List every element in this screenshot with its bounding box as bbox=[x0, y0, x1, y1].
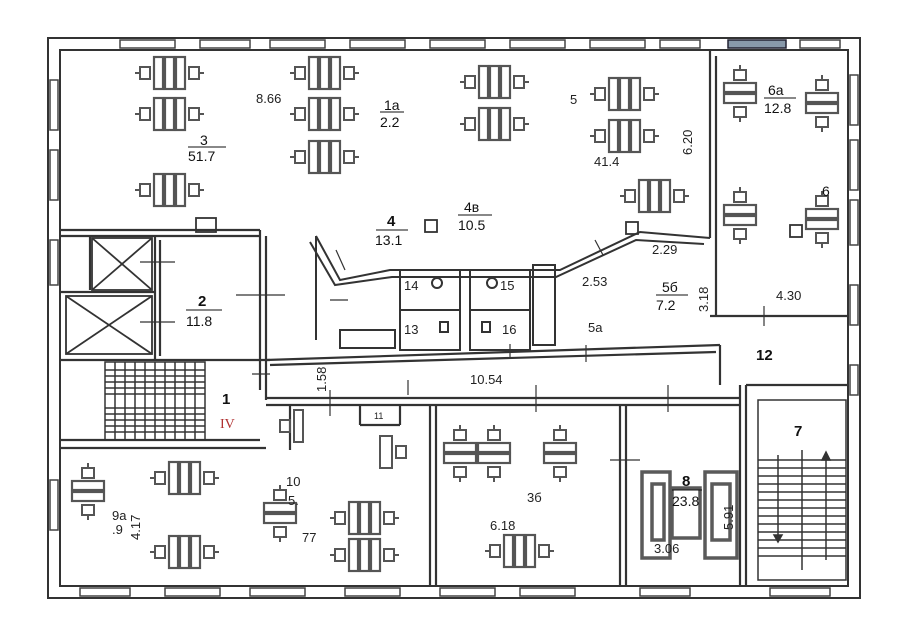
room-5b-area: 7.2 bbox=[656, 297, 676, 313]
interior-walls bbox=[60, 50, 848, 586]
room-3-area: 51.7 bbox=[188, 148, 215, 164]
room-12: 12 bbox=[756, 347, 773, 364]
columns bbox=[195, 217, 803, 238]
room-4v-num: 4в bbox=[464, 199, 479, 215]
room-3-num: 3 bbox=[200, 132, 208, 148]
room-13: 13 bbox=[404, 322, 418, 337]
furniture bbox=[70, 55, 840, 573]
windows bbox=[49, 39, 859, 597]
room-5b-num: 5б bbox=[662, 279, 678, 295]
room8-highlight bbox=[640, 470, 739, 560]
room-2-area: 11.8 bbox=[186, 313, 212, 329]
room-6a-area: 12.8 bbox=[764, 100, 791, 116]
room-labels: 3 51.7 8.66 1a 2.2 5 41.4 6.20 6a 12.8 6… bbox=[112, 82, 830, 556]
wc-block bbox=[339, 264, 556, 351]
outer-walls bbox=[47, 37, 861, 599]
dim-4-17: 4.17 bbox=[128, 515, 143, 540]
room-3b-num: 3б bbox=[527, 490, 542, 505]
dim-8-66: 8.66 bbox=[256, 91, 281, 106]
elevator-shafts bbox=[65, 237, 153, 355]
room-1a-area: 2.2 bbox=[380, 114, 400, 130]
dim-10-54: 10.54 bbox=[470, 372, 503, 387]
dim-3-18: 3.18 bbox=[696, 287, 711, 312]
room-6a-num: 6a bbox=[768, 82, 784, 98]
stair-roman-iv: IV bbox=[220, 417, 235, 432]
room-4v-area: 10.5 bbox=[458, 217, 485, 233]
dimension-lines bbox=[140, 239, 765, 461]
room-7: 7 bbox=[794, 423, 802, 440]
room-10-num: 10 bbox=[286, 474, 300, 489]
dim-4-30: 4.30 bbox=[776, 288, 801, 303]
room-8-area: 23.8 bbox=[672, 493, 699, 509]
room-8-num: 8 bbox=[682, 473, 690, 490]
room-5a: 5a bbox=[588, 320, 603, 335]
dim-3-06: 3.06 bbox=[654, 541, 679, 556]
room-11: 11 bbox=[374, 411, 383, 421]
dim-2-53: 2.53 bbox=[582, 274, 607, 289]
dim-6-20: 6.20 bbox=[680, 130, 695, 155]
dim-5-91: 5.91 bbox=[721, 505, 736, 530]
room-6-num: 6 bbox=[822, 183, 830, 199]
room-9a-num: 9a bbox=[112, 508, 127, 523]
room-9a-area: .9 bbox=[112, 522, 123, 537]
room-16: 16 bbox=[502, 322, 516, 337]
stairs-iv bbox=[104, 361, 206, 441]
dim-77: 77 bbox=[302, 530, 316, 545]
room-2-num: 2 bbox=[198, 293, 206, 310]
room-4-area: 13.1 bbox=[375, 232, 402, 248]
stairs-7 bbox=[757, 399, 847, 581]
room-5-num: 5 bbox=[570, 92, 577, 107]
room-1: 1 bbox=[222, 391, 230, 408]
room-1a-num: 1a bbox=[384, 97, 400, 113]
room-10-area: 5. bbox=[288, 493, 299, 508]
dim-2-29: 2.29 bbox=[652, 242, 677, 257]
room-14: 14 bbox=[404, 278, 418, 293]
dim-1-58: 1.58 bbox=[314, 367, 329, 392]
dim-6-18: 6.18 bbox=[490, 518, 515, 533]
room-15: 15 bbox=[500, 278, 514, 293]
room-5-area: 41.4 bbox=[594, 154, 619, 169]
room-4-num: 4 bbox=[387, 213, 396, 230]
